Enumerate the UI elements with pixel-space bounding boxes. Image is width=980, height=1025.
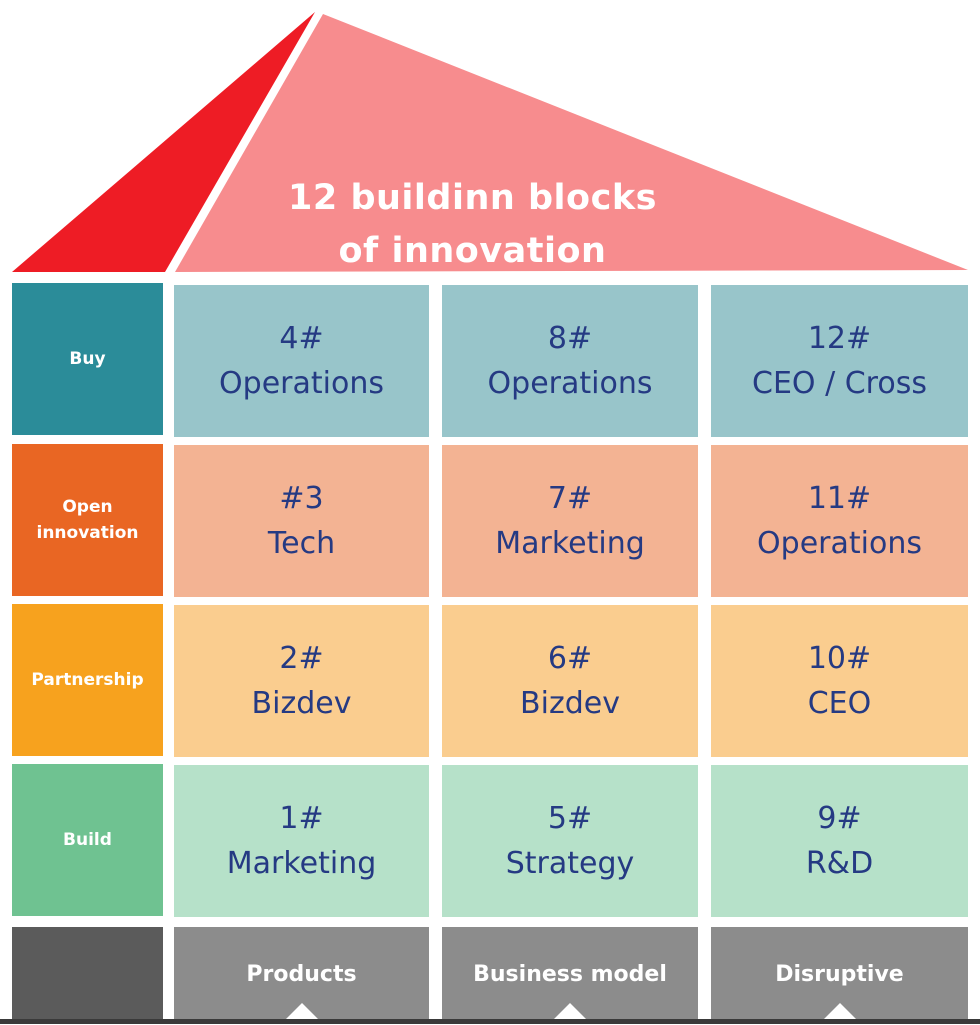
roof-right-panel [175,14,968,272]
roof [12,12,968,272]
foundation-corner-block [12,927,163,1024]
block-number: 2# [279,641,324,676]
block-number: 10# [807,641,872,676]
block-owner: Bizdev [520,686,620,721]
block-cell: 1# Marketing [174,765,429,917]
title-line-1: 12 buildinn blocks [288,178,657,218]
column-footer-business-model: Business model [442,927,698,1025]
block-cell: #3 Tech [174,445,429,597]
block-owner: CEO / Cross [752,366,927,401]
block-cell: 12# CEO / Cross [711,285,968,437]
block-number: 7# [547,481,593,516]
block-number: 12# [807,321,872,356]
column-label: Business model [473,962,667,987]
block-owner: Strategy [505,846,635,881]
block-owner: Operations [757,526,922,561]
row-label-open-innovation: Open innovation [12,444,163,596]
block-number: 5# [547,801,593,836]
block-number: 6# [547,641,593,676]
row-label-buy: Buy [12,283,163,435]
block-cell: 11# Operations [711,445,968,597]
block-cell: 4# Operations [174,285,429,437]
block-cell: 2# Bizdev [174,605,429,757]
block-owner: Tech [267,526,336,561]
block-cell: 5# Strategy [442,765,698,917]
block-number: 8# [547,321,593,356]
block-cell: 10# CEO [711,605,968,757]
block-owner: Operations [487,366,653,401]
column-label: Disruptive [775,962,904,987]
block-cell: 8# Operations [442,285,698,437]
block-owner: Bizdev [251,686,352,721]
block-owner: CEO [807,686,872,721]
row-label-partnership: Partnership [12,604,163,756]
block-owner: Operations [219,366,384,401]
column-footer-products: Products [174,927,429,1025]
block-number: 11# [807,481,872,516]
column-footer-disruptive: Disruptive [711,927,968,1025]
row-label-build: Build [12,764,163,916]
block-owner: R&D [805,846,874,881]
block-cell: 6# Bizdev [442,605,698,757]
title-line-2: of innovation [338,231,607,271]
block-owner: Marketing [495,526,645,561]
block-number: #3 [279,481,324,516]
block-number: 1# [279,801,324,836]
roof-left-panel [12,12,315,272]
block-cell: 9# R&D [711,765,968,917]
block-number: 4# [279,321,324,356]
column-label: Products [246,962,357,987]
block-owner: Marketing [226,846,377,881]
block-cell: 7# Marketing [442,445,698,597]
ground-line [0,1019,980,1024]
block-number: 9# [817,801,862,836]
